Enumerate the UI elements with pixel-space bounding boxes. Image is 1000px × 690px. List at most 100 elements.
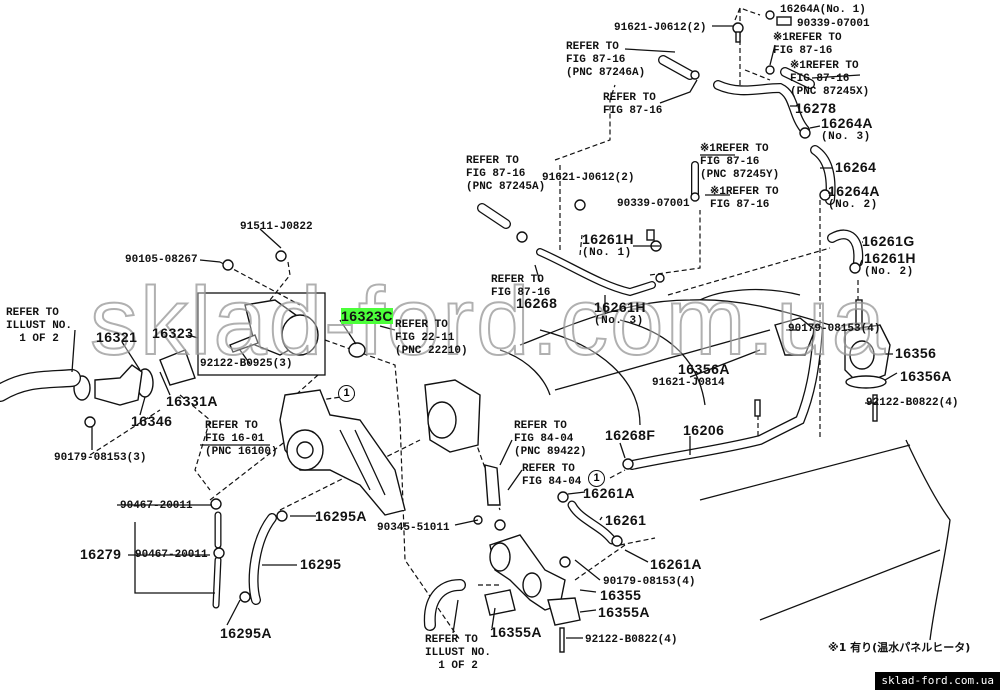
- part-number-callout[interactable]: 90105-08267: [125, 254, 198, 267]
- callout-subtext: FIG 84-04: [522, 476, 582, 488]
- part-number-callout[interactable]: 91621-J0612(2): [542, 172, 634, 185]
- part-number-callout[interactable]: 16356: [895, 346, 936, 361]
- callout-line: 90179-08153(4): [788, 323, 880, 336]
- part-number-callout[interactable]: 16321: [96, 330, 137, 345]
- part-number-callout[interactable]: 16355: [600, 588, 641, 603]
- callout-subtext: (PNC 87245Y): [700, 169, 780, 181]
- part-number-callout[interactable]: 90179-08153(4): [603, 576, 695, 589]
- callout-subtext: (PNC 87245X): [790, 86, 870, 98]
- hoses: [0, 55, 864, 631]
- part-number-callout[interactable]: 90467-20011: [135, 549, 208, 562]
- part-number-callout[interactable]: 16295: [300, 557, 341, 572]
- callout-line: 90339-07001: [617, 198, 690, 211]
- callout-text: 90105-08267: [125, 254, 198, 266]
- callout-text: REFER TO: [522, 463, 575, 475]
- part-number-callout[interactable]: 92122-B0925(3): [200, 358, 292, 371]
- part-number-callout[interactable]: 16261H(No. 1): [582, 232, 634, 260]
- callout-line: (PNC 87245Y): [700, 169, 779, 182]
- part-number-callout[interactable]: 16323C: [341, 308, 394, 324]
- callout-line: 16261A: [650, 557, 702, 572]
- part-number-callout[interactable]: 16355A: [490, 625, 542, 640]
- callout-line: 90345-51011: [377, 522, 450, 535]
- callout-text: 16323C: [341, 308, 394, 324]
- callout-line: 91621-J0814: [652, 377, 725, 390]
- part-number-callout[interactable]: 16323: [152, 326, 193, 341]
- callout-line: 16323C: [341, 308, 394, 324]
- callout-line: ILLUST NO.: [6, 320, 72, 333]
- part-number-callout[interactable]: 92122-B0822(4): [585, 634, 677, 647]
- callout-text: REFER TO: [395, 319, 448, 331]
- callout-line: 16261G: [862, 234, 915, 249]
- part-number-callout[interactable]: 90467-20011: [120, 500, 193, 513]
- site-badge[interactable]: sklad-ford.com.ua: [875, 672, 1000, 690]
- callout-line: ※1REFER TO: [710, 186, 779, 199]
- part-number-callout[interactable]: 92122-B0822(4): [866, 397, 958, 410]
- callout-subtext: ILLUST NO.: [425, 647, 492, 659]
- callout-text: 16278: [795, 100, 837, 116]
- part-number-callout[interactable]: 16346: [131, 414, 172, 429]
- callout-line: REFER TO: [491, 274, 550, 287]
- part-number-callout[interactable]: 16331A: [166, 394, 218, 409]
- callout-text: 90179-08153(4): [788, 323, 881, 335]
- part-number-callout[interactable]: 16268: [516, 296, 557, 311]
- callout-subtext: 1 OF 2: [425, 660, 478, 672]
- engine-outline: [499, 288, 951, 641]
- part-number-callout[interactable]: 16356A: [678, 362, 730, 377]
- callout-text: 16295A: [220, 625, 273, 641]
- part-number-callout[interactable]: 16278: [795, 101, 836, 116]
- callout-line: ILLUST NO.: [425, 647, 491, 660]
- part-number-callout[interactable]: 16295A: [315, 509, 367, 524]
- part-number-callout[interactable]: 16264A(No. 1): [780, 4, 866, 17]
- part-number-callout[interactable]: 16356A: [900, 369, 952, 384]
- part-number-callout[interactable]: 91621-J0814: [652, 377, 725, 390]
- callout-line: 16323: [152, 326, 193, 341]
- part-number-callout[interactable]: 16261H(No. 3): [594, 300, 646, 328]
- callout-text: 16356A: [900, 368, 953, 384]
- callout-line: FIG 87-16: [466, 168, 545, 181]
- callout-line: 90105-08267: [125, 254, 198, 267]
- callout-subtext: (No. 3): [594, 315, 644, 327]
- callout-subtext: (PNC 89422): [514, 446, 587, 458]
- part-number-callout[interactable]: 16264: [835, 160, 876, 175]
- callout-line: 16331A: [166, 394, 218, 409]
- callout-text: 16355A: [490, 624, 543, 640]
- part-number-callout[interactable]: 91511-J0822: [240, 221, 313, 234]
- part-number-callout[interactable]: 16279: [80, 547, 121, 562]
- part-number-callout[interactable]: 16261A: [583, 486, 635, 501]
- part-number-callout[interactable]: 16206: [683, 423, 724, 438]
- callout-text: REFER TO: [425, 634, 478, 646]
- callout-text: REFER TO: [566, 41, 619, 53]
- water-outlet: [484, 534, 581, 653]
- callout-line: 16295A: [220, 626, 272, 641]
- callout-subtext: FIG 16-01: [205, 433, 265, 445]
- part-number-callout[interactable]: 16261G: [862, 234, 915, 249]
- callout-line: (No. 3): [821, 131, 873, 144]
- part-number-callout[interactable]: 16355A: [598, 605, 650, 620]
- part-number-callout[interactable]: 16261: [605, 513, 646, 528]
- part-number-callout[interactable]: 16264A(No. 3): [821, 116, 873, 144]
- callout-line: 16264: [835, 160, 876, 175]
- callout-text: ※1REFER TO: [710, 186, 779, 198]
- part-number-callout[interactable]: 90345-51011: [377, 522, 450, 535]
- part-number-callout[interactable]: 90179-08153(4): [788, 323, 880, 336]
- callout-text: REFER TO: [491, 274, 544, 286]
- part-number-callout[interactable]: 16264A(No. 2): [828, 184, 880, 212]
- callout-line: ※1REFER TO: [700, 143, 779, 156]
- callout-line: REFER TO: [603, 92, 662, 105]
- part-number-callout[interactable]: 90339-07001: [797, 18, 870, 31]
- part-number-callout[interactable]: 16261A: [650, 557, 702, 572]
- part-number-callout[interactable]: 91621-J0612(2): [614, 22, 706, 35]
- callout-line: 16356: [895, 346, 936, 361]
- part-number-callout[interactable]: 90339-07001: [617, 198, 690, 211]
- callout-text: 16321: [96, 329, 138, 345]
- callout-subtext: FIG 87-16: [566, 54, 626, 66]
- callout-line: 91511-J0822: [240, 221, 313, 234]
- part-number-callout[interactable]: 90179-08153(3): [54, 452, 146, 465]
- callout-line: 16268: [516, 296, 557, 311]
- callout-line: ※1REFER TO: [790, 60, 869, 73]
- callout-line: FIG 87-16: [790, 73, 869, 86]
- part-number-callout[interactable]: 16261H(No. 2): [864, 251, 916, 279]
- part-number-callout[interactable]: 16268F: [605, 428, 655, 443]
- part-number-callout[interactable]: 16295A: [220, 626, 272, 641]
